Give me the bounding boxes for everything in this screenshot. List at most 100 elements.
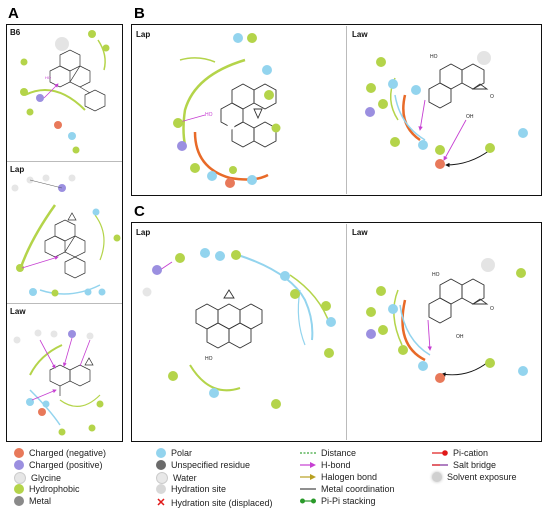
a-b6-residues [20,30,110,154]
panel-a-label-lap: Lap [10,165,25,174]
b-law-oh-label: OH [466,114,474,120]
legend-label: Water [173,473,197,483]
hbond-arrow-icon [300,462,316,468]
c-law-oh-label: OH [456,334,464,340]
a-law-hydrophobic-arc-2 [59,394,101,407]
legend: Charged (negative) Charged (positive) Gl… [0,446,550,509]
charged-positive-icon [14,460,24,470]
legend-polar: Polar [156,448,192,458]
polar-icon [156,448,166,458]
panel-c-divider [346,224,347,440]
b-law-hbond-1 [418,99,426,131]
distance-icon [300,452,316,454]
unspecified-residue-icon [156,460,166,470]
a-b6-hydrophobic-arc [24,89,86,111]
panel-b-label-law: Law [352,30,368,39]
red-x-icon: ✕ [156,497,166,509]
c-law-ho-label: HO [432,272,440,278]
legend-charged-negative: Charged (negative) [14,448,106,458]
pi-cation-icon [432,450,448,456]
c-lap-polar-arc [237,254,314,341]
legend-hydrophobic: Hydrophobic [14,484,80,494]
a-lap-molecule [44,212,86,279]
legend-label: Hydration site [171,484,227,494]
panel-a-divider-1 [7,161,122,162]
metal-icon [14,496,24,506]
a-lap-hbond [21,256,59,269]
b-law-hbond-2 [443,119,467,161]
legend-label: H-bond [321,460,351,470]
a-law-hbond-4 [79,339,91,367]
legend-label: Hydration site (displaced) [171,497,273,508]
legend-label: Metal coordination [321,484,395,494]
legend-label: Solvent exposure [447,472,517,482]
c-law-negative-arc [401,299,426,362]
metal-coordination-icon [300,488,316,490]
b-lap-molecule [220,83,277,148]
c-lap-molecule [195,289,263,349]
c-law-salt-bridge [441,361,489,377]
a-b6-solvent-exposure [55,37,69,51]
legend-label: Salt bridge [453,460,497,470]
legend-glycine: Glycine [14,472,61,484]
a-b6-molecule [49,49,106,112]
a-law-molecule [49,357,94,396]
salt-bridge-icon [432,464,448,466]
b-law-diagram: HO OH O [365,51,528,169]
panel-a-label-b6: B6 [10,28,21,37]
a-law-diagram [13,329,104,436]
legend-label: Charged (negative) [29,448,107,458]
legend-hbond: H-bond [300,460,351,470]
legend-salt-bridge: Salt bridge [432,460,496,470]
glycine-icon [14,472,26,484]
a-lap-hydrophobic-arc [18,204,57,271]
c-lap-diagram: HO [142,248,336,409]
a-law-residues [13,329,104,436]
interaction-diagrams: HO [11,30,528,436]
b-law-residues [365,57,528,169]
c-law-o-label: O [490,306,494,312]
a-b6-hbond [43,83,59,99]
b-law-polar-arc [394,94,426,141]
legend-water: Water [156,472,197,484]
panel-c-label-law: Law [352,228,368,237]
c-lap-hydrophobic-arc-2 [189,364,241,392]
legend-hydration-site: Hydration site [156,484,226,494]
a-law-hbond-3 [31,389,57,401]
b-lap-ho-mask [227,122,235,130]
b-law-molecule [428,63,489,109]
legend-label: Distance [321,448,357,458]
b-law-solvent-exposure [477,51,491,65]
a-b6-diagram: HO [20,30,110,154]
legend-metal: Metal [14,496,51,506]
b-lap-hbond [179,114,206,123]
solvent-exposure-icon [432,472,442,482]
a-lap-contact [29,179,63,189]
legend-pipi: Pi-Pi stacking [300,496,376,506]
panel-c-letter: C [134,203,145,220]
charged-negative-icon [14,448,24,458]
panel-b-divider [346,26,347,194]
legend-solvent-exposure: Solvent exposure [432,472,517,482]
hydration-site-icon [156,484,166,494]
c-lap-ho-label: HO [205,356,213,362]
panel-b-label-lap: Lap [136,30,151,39]
legend-label: Charged (positive) [29,460,103,470]
hydrophobic-icon [14,484,24,494]
c-lap-hbond [159,261,173,271]
a-lap-polar-arc [39,284,101,295]
b-law-salt-bridge [445,149,491,168]
panel-c-frame [131,222,542,442]
panel-a-label-law: Law [10,307,26,316]
legend-label: Polar [171,448,193,458]
legend-label: Metal [29,496,52,506]
legend-label: Pi-cation [453,448,489,458]
c-law-hbond [427,319,433,351]
c-law-solvent-exposure [481,258,495,272]
b-lap-hydrophobic-arc [182,58,246,146]
b-lap-diagram: HO [173,33,281,188]
a-b6-ho-label: HO [45,75,51,80]
legend-pi-cation: Pi-cation [432,448,488,458]
legend-unspecified: Unspecified residue [156,460,250,470]
b-law-negative-arc [402,94,421,142]
